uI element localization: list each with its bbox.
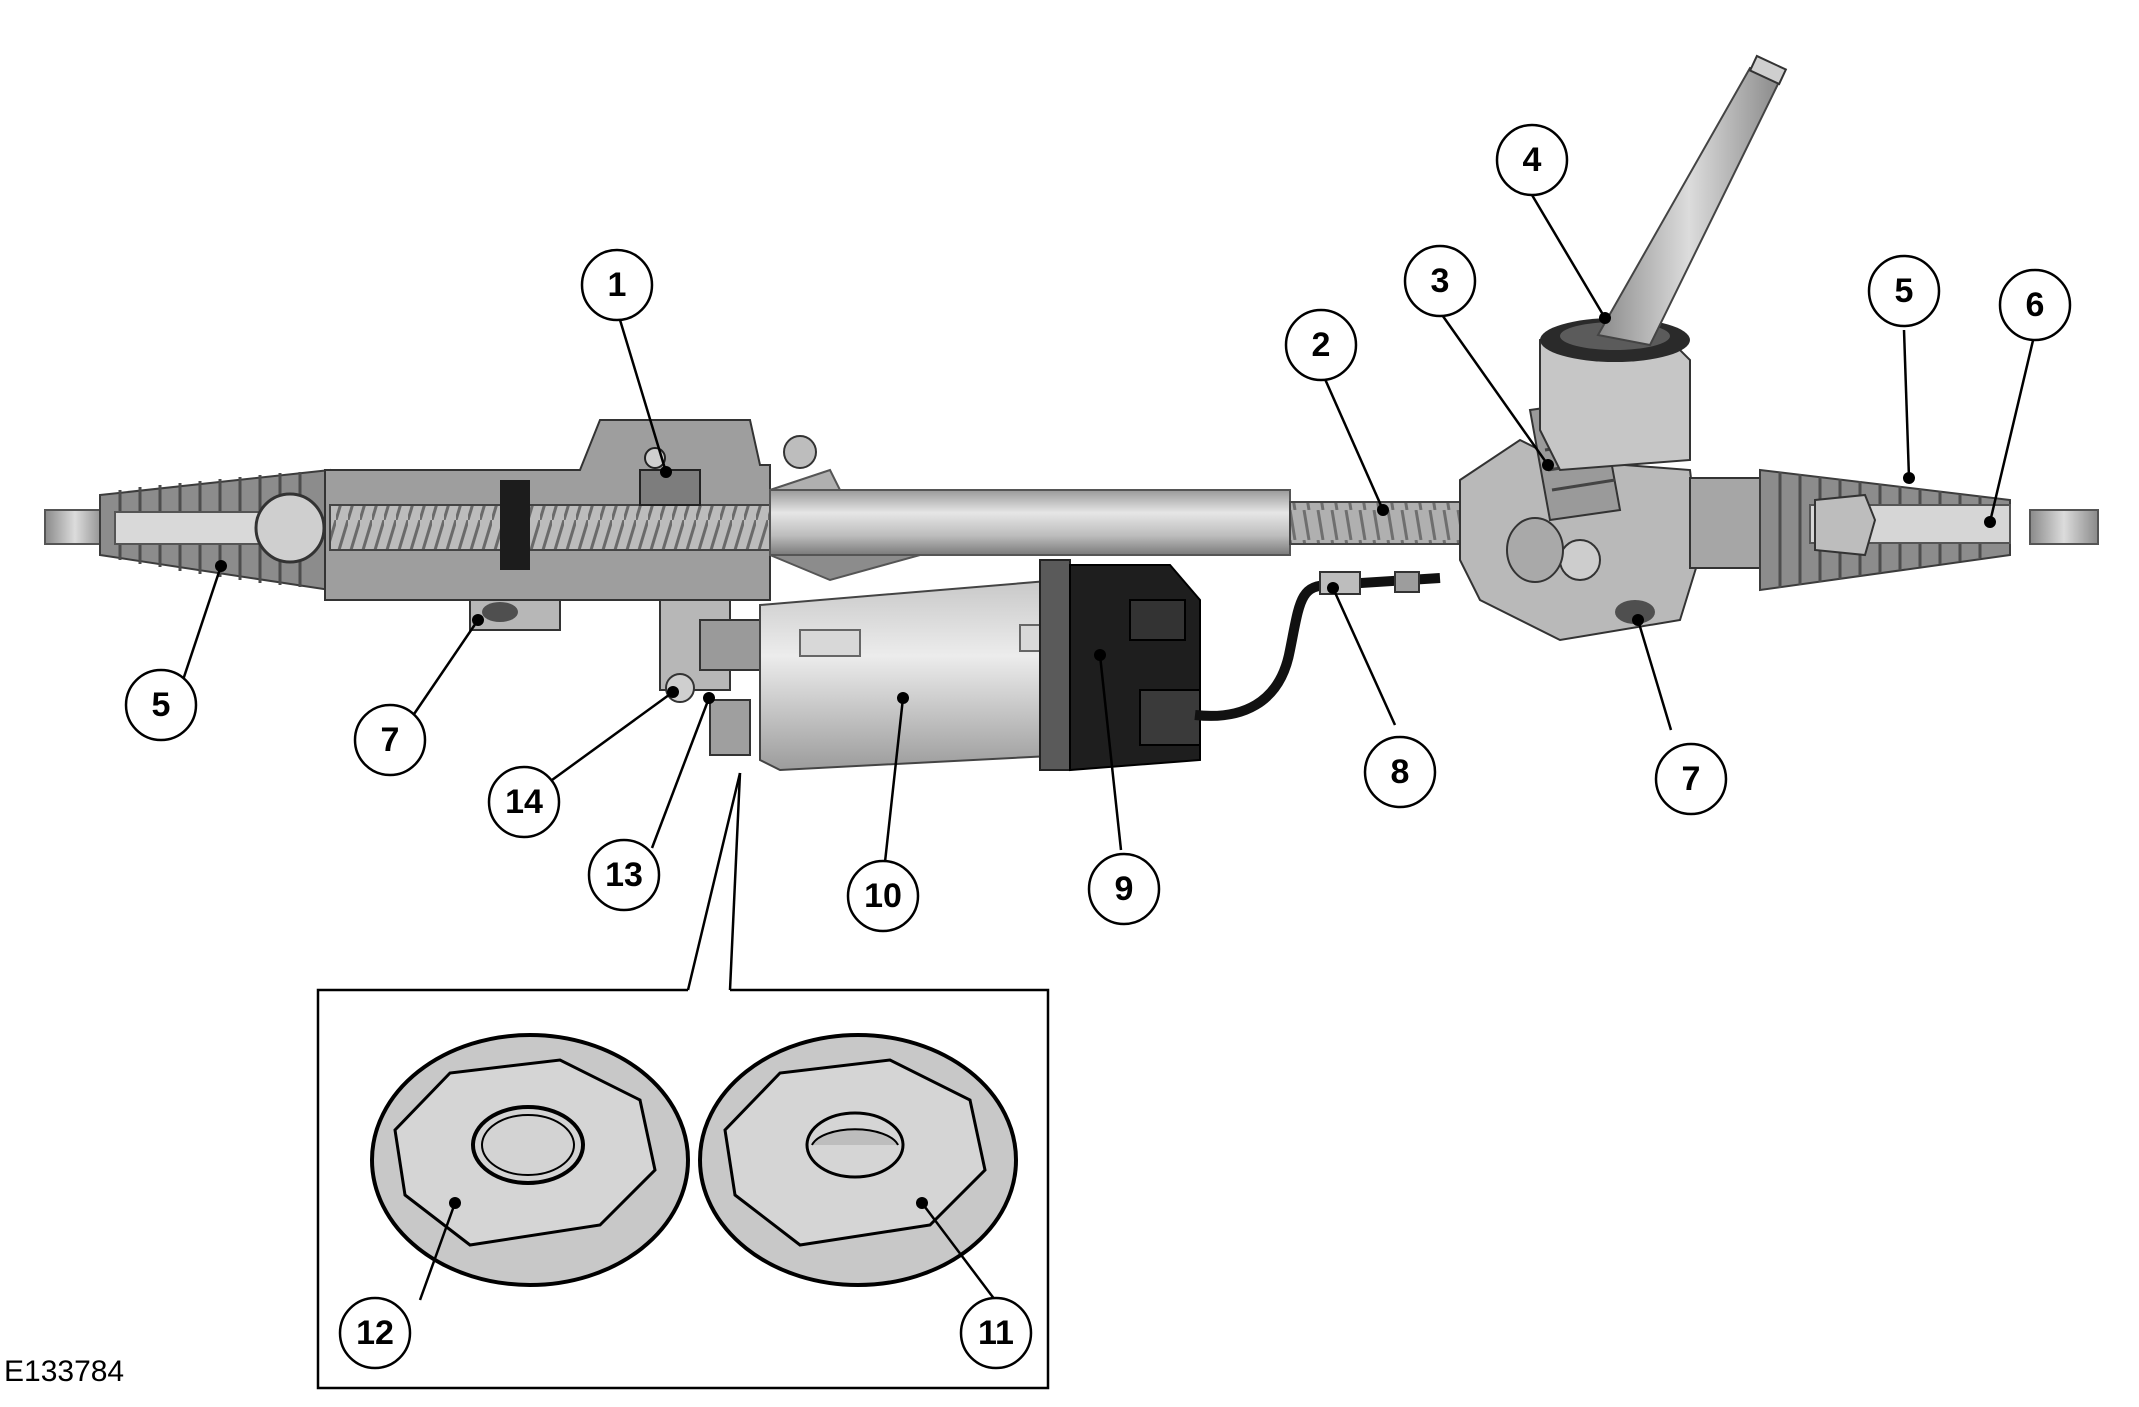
nut-with-flange-left — [370, 1033, 690, 1287]
svg-text:11: 11 — [978, 1314, 1014, 1352]
callout-5-left: 5 — [124, 668, 198, 742]
left-housing — [324, 419, 817, 601]
callout-1: 1 — [580, 248, 654, 322]
control-module — [1069, 564, 1201, 772]
svg-text:10: 10 — [864, 877, 902, 915]
callout-12: 12 — [338, 1296, 412, 1370]
right-housing — [1689, 477, 1771, 569]
callout-13: 13 — [587, 838, 661, 912]
svg-text:6: 6 — [2026, 286, 2045, 324]
svg-text:5: 5 — [152, 686, 171, 724]
svg-text:4: 4 — [1523, 141, 1542, 179]
callout-9: 9 — [1087, 852, 1161, 926]
inset-frame — [316, 988, 1050, 1390]
breather-fitting — [665, 673, 751, 756]
svg-text:3: 3 — [1431, 262, 1450, 300]
svg-text:9: 9 — [1115, 870, 1134, 908]
svg-text:7: 7 — [1682, 760, 1701, 798]
callout-7-right: 7 — [1654, 742, 1728, 816]
pinion-housing — [1459, 438, 1702, 642]
callout-3: 3 — [1403, 244, 1477, 318]
left-bellows-boot — [99, 468, 331, 592]
input-shaft — [1596, 54, 1788, 347]
svg-text:5: 5 — [1895, 272, 1914, 310]
nut-with-flange-right — [698, 1033, 1018, 1287]
leader-dots — [215, 312, 1996, 1209]
wiring-harness — [1194, 573, 1441, 721]
svg-text:14: 14 — [505, 783, 543, 821]
svg-text:2: 2 — [1312, 326, 1331, 364]
electric-motor — [659, 559, 1072, 772]
callout-8: 8 — [1363, 735, 1437, 809]
steering-gear-assembly — [44, 54, 2099, 772]
callout-5-right: 5 — [1867, 254, 1941, 328]
callout-2: 2 — [1284, 308, 1358, 382]
leader-lines — [181, 194, 2037, 1301]
svg-text:8: 8 — [1391, 753, 1410, 791]
callout-7-left: 7 — [353, 703, 427, 777]
rack-housing-tube — [769, 489, 1291, 556]
svg-text:7: 7 — [381, 721, 400, 759]
callout-10: 10 — [846, 859, 920, 933]
svg-text:13: 13 — [605, 856, 643, 894]
right-tie-rod-end — [2029, 509, 2099, 545]
svg-text:12: 12 — [356, 1314, 394, 1352]
svg-text:1: 1 — [608, 266, 627, 304]
callout-6: 6 — [1998, 268, 2072, 342]
right-bellows-boot — [1759, 468, 2011, 592]
callout-14: 14 — [487, 765, 561, 839]
left-mounting-lug — [469, 599, 561, 631]
callout-11: 11 — [959, 1296, 1033, 1370]
left-tie-rod-end — [44, 509, 106, 545]
pinion-upper-housing — [1539, 318, 1691, 472]
figure-id-label: E133784 — [4, 1355, 125, 1388]
callout-4: 4 — [1495, 123, 1569, 197]
inset-detail — [316, 772, 1050, 1390]
